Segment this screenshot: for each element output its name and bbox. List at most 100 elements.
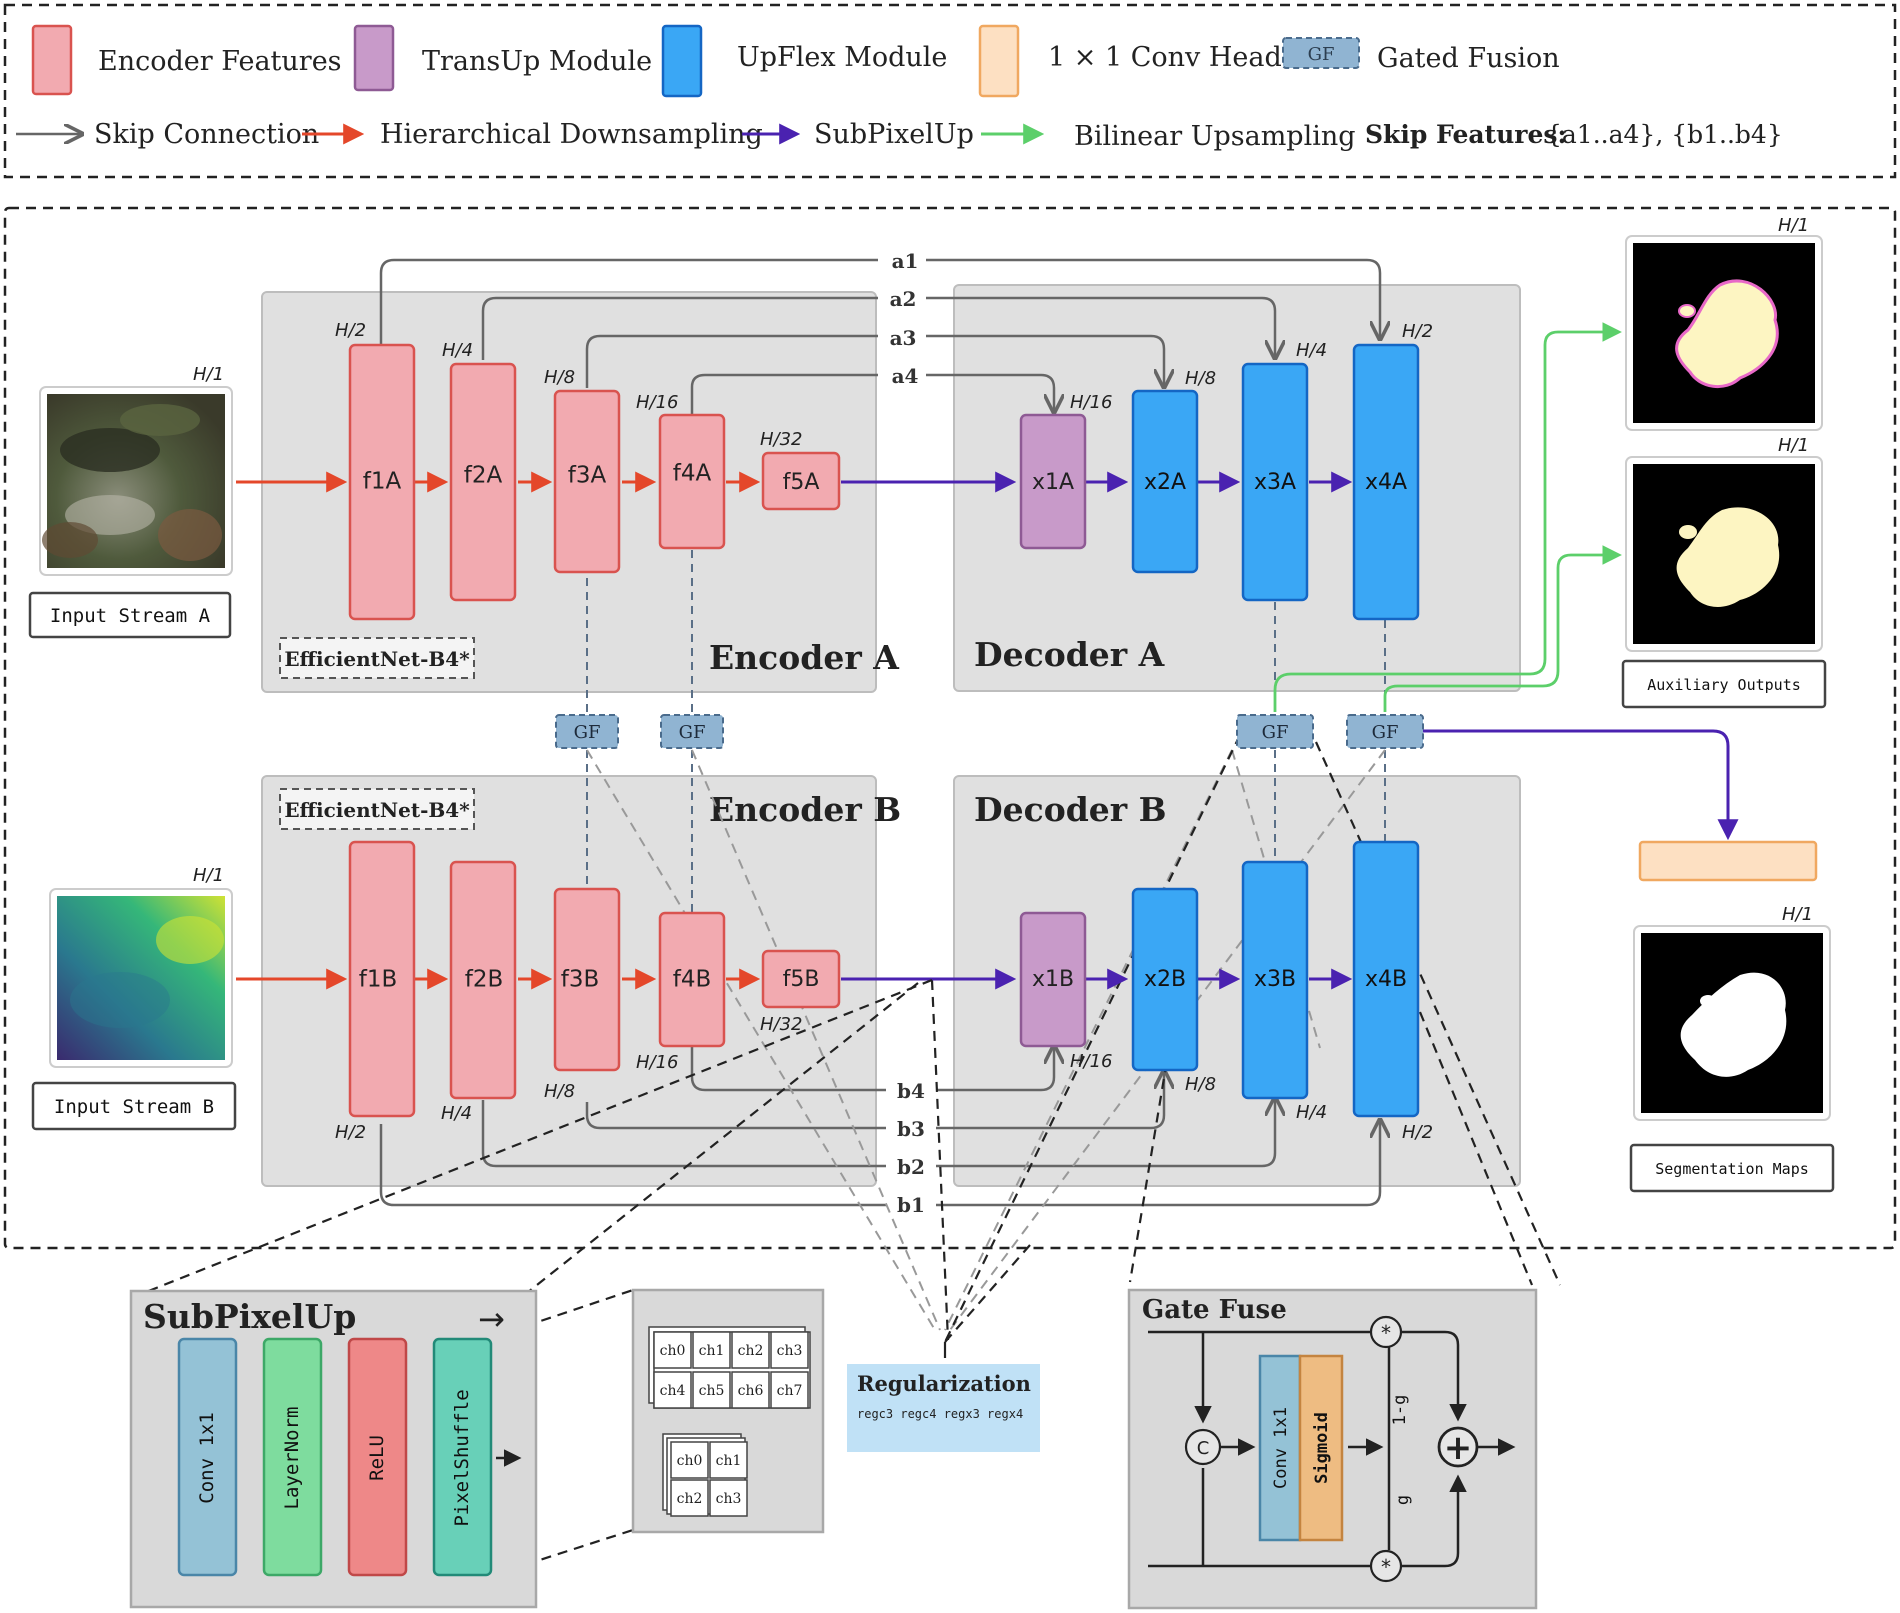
- gate-mult-bottom-node: [1369, 1549, 1403, 1583]
- gate-one-minus-g: 1-g: [1390, 1395, 1410, 1426]
- regularization-title: Regularization: [857, 1371, 1031, 1396]
- skip-label-b4: b4: [897, 1079, 925, 1103]
- res-x3a: H/4: [1296, 340, 1327, 361]
- legend-skip-features-label: Skip Features:: [1365, 120, 1567, 149]
- channel-top-5-cell: [692, 1371, 731, 1409]
- gate-conv-block: [1258, 1354, 1302, 1542]
- res-x4b: H/2: [1402, 1122, 1433, 1143]
- channel-top-6-cell: [731, 1371, 770, 1409]
- node-x2b-label: x2B: [1144, 967, 1186, 992]
- channel-bottom-3-label: ch3: [716, 1491, 742, 1507]
- gate-mult-top-label: *: [1381, 1321, 1391, 1345]
- gate-conv-label: Conv 1x1: [1271, 1407, 1291, 1489]
- subpixel-pixelshuffle-block: [432, 1337, 493, 1577]
- legend-skip-label: Skip Connection: [94, 119, 319, 150]
- gf-dashed-links: [586, 550, 1386, 912]
- res-f4a: H/16: [636, 392, 679, 413]
- gf-badge-x4-text: GF: [1372, 722, 1399, 743]
- seg-maps-label: Segmentation Maps: [1655, 1160, 1809, 1178]
- res-f5b: H/32: [760, 1014, 803, 1035]
- skip-label-a3: a3: [890, 326, 917, 350]
- bilinear-lines: [1273, 322, 1622, 712]
- node-x3b-label: x3B: [1254, 967, 1296, 992]
- input-a-label: Input Stream A: [50, 605, 211, 627]
- nodes-b: f1B f2B f3B f4B f5B x1B x2B x3B x4B: [348, 840, 1420, 1118]
- backbone-b-label: EfficientNet-B4*: [284, 798, 470, 822]
- node-x2a-label: x2A: [1144, 470, 1186, 495]
- res-f2a: H/4: [442, 340, 473, 361]
- legend-upflex-swatch: [661, 24, 703, 98]
- node-f3b-label: f3B: [561, 967, 600, 993]
- legend-encoder-swatch: [31, 24, 73, 96]
- node-x2a: [1131, 389, 1199, 574]
- node-x3a: [1241, 362, 1309, 602]
- conv-head-box: [1638, 840, 1818, 882]
- regularization-terms: regc3 regc4 regx3 regx4: [857, 1407, 1023, 1421]
- channel-bottom-0-cell: [670, 1441, 709, 1479]
- legend-skip-features-value: {a1..a4}, {b1..b4}: [1546, 120, 1783, 149]
- res-x1b: H/16: [1070, 1051, 1113, 1072]
- channel-top-1-label: ch1: [699, 1343, 725, 1359]
- res-f5a: H/32: [760, 429, 803, 450]
- skip-label-b1: b1: [897, 1193, 925, 1217]
- channel-bottom-2-cell: [670, 1479, 709, 1517]
- node-x3b: [1241, 860, 1309, 1100]
- skip-label-a4: a4: [892, 364, 919, 388]
- subpixel-layernorm-block: [262, 1337, 323, 1577]
- gate-sum-node: [1437, 1426, 1479, 1468]
- node-f3a-label: f3A: [568, 463, 607, 489]
- node-x4a: [1352, 343, 1420, 621]
- subpixel-conv-block: [177, 1337, 238, 1577]
- channel-bottom-1-label: ch1: [716, 1453, 742, 1469]
- subpixelup-detail: SubPixelUp → Conv 1x1 LayerNorm ReLU Pix…: [129, 1289, 538, 1609]
- input-stream-b: H/1 Input Stream B: [31, 865, 237, 1131]
- node-f5b-label: f5B: [783, 967, 820, 992]
- node-f1a: [348, 343, 416, 621]
- legend-subpixel-label: SubPixelUp: [814, 119, 974, 150]
- channel-bottom-0-label: ch0: [677, 1453, 703, 1469]
- channel-top-5-label: ch5: [699, 1383, 725, 1399]
- node-f2a-label: f2A: [464, 463, 503, 489]
- gf-badge-3: [555, 714, 619, 749]
- subpixel-conv-label: Conv 1x1: [196, 1412, 218, 1504]
- gate-fuse-title: Gate Fuse: [1142, 1295, 1287, 1325]
- resolution-labels-b: H/2 H/4 H/8 H/16 H/32 H/16 H/8 H/4 H/2: [335, 1014, 1433, 1143]
- gate-sigmoid-block: [1298, 1354, 1344, 1542]
- subpixelup-arrow: →: [478, 1300, 505, 1338]
- gf-badge-4-text: GF: [679, 722, 706, 743]
- nodes-a: f1A f2A f3A f4A f5A x1A x2A x3A x4A: [348, 343, 1420, 621]
- node-f2b: [449, 860, 517, 1100]
- legend-convhead-swatch: [978, 24, 1020, 98]
- res-f3b: H/8: [544, 1081, 575, 1102]
- gf-badge-x3: [1236, 714, 1314, 749]
- resolution-labels-a: H/2 H/4 H/8 H/16 H/32 H/16 H/8 H/4 H/2: [335, 320, 1433, 450]
- legend-downsample-label: Hierarchical Downsampling: [380, 119, 763, 150]
- skip-connections-b: [379, 1045, 1380, 1207]
- channel-top-0-cell: [653, 1331, 692, 1369]
- node-f3b: [553, 887, 621, 1072]
- aux-1-res: H/1: [1778, 215, 1809, 236]
- input-b-label: Input Stream B: [54, 1096, 214, 1118]
- res-x3b: H/4: [1296, 1102, 1327, 1123]
- subpixel-pixelshuffle-label: PixelShuffle: [451, 1389, 473, 1526]
- legend-gf-label: Gated Fusion: [1377, 43, 1560, 74]
- input-stream-a: H/1 Input Stream A: [28, 364, 233, 639]
- node-x3a-label: x3A: [1254, 470, 1296, 495]
- gate-mult-bottom-label: *: [1381, 1555, 1391, 1579]
- node-f4a: [658, 413, 726, 550]
- node-f4b: [658, 911, 726, 1048]
- node-f1b: [348, 840, 416, 1118]
- node-f4b-label: f4B: [673, 967, 712, 993]
- node-f3a: [553, 389, 621, 574]
- channel-top-2-label: ch2: [738, 1343, 764, 1359]
- node-f5a: [761, 451, 841, 511]
- gf-badge-3-text: GF: [574, 722, 601, 743]
- gf-badge-x3-text: GF: [1262, 722, 1289, 743]
- gate-concat-label: C: [1197, 1438, 1210, 1459]
- node-x2b: [1131, 887, 1199, 1072]
- channel-top-4-cell: [653, 1371, 692, 1409]
- channel-top-4-label: ch4: [660, 1383, 686, 1399]
- channel-top-3-label: ch3: [777, 1343, 803, 1359]
